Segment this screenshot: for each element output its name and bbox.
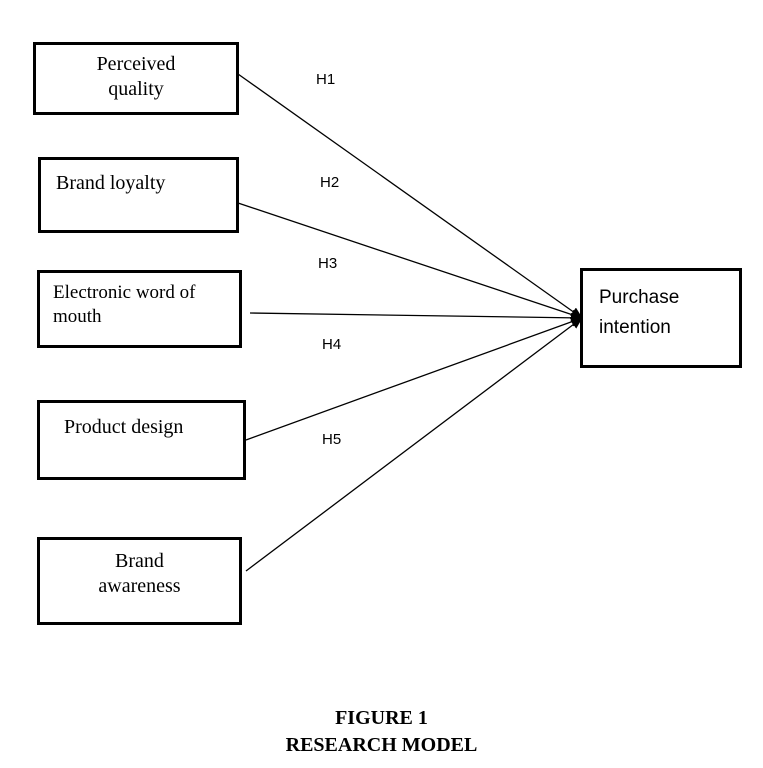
label-electronic-word-of-mouth: Electronic word of mouth bbox=[53, 282, 196, 327]
box-brand-awareness bbox=[37, 537, 242, 625]
arrow-h4 bbox=[245, 317, 583, 441]
label-purchase-intention: Purchase intention bbox=[599, 287, 680, 338]
box-perceived-quality bbox=[33, 42, 239, 115]
figure-number: FIGURE 1 bbox=[335, 707, 428, 729]
hypothesis-label-h3: H3 bbox=[318, 255, 338, 272]
hypothesis-label-h1: H1 bbox=[316, 71, 336, 88]
box-electronic-word-of-mouth bbox=[37, 270, 242, 348]
arrow-h1 bbox=[237, 73, 583, 319]
label-perceived-quality: Perceived quality bbox=[96, 53, 176, 100]
hypothesis-label-h2: H2 bbox=[320, 174, 340, 191]
figure-title: RESEARCH MODEL bbox=[285, 734, 478, 756]
hypothesis-label-h5: H5 bbox=[322, 431, 342, 448]
label-brand-loyalty: Brand loyalty bbox=[56, 172, 166, 194]
box-purchase-intention bbox=[580, 268, 742, 368]
arrow-h5 bbox=[245, 317, 583, 572]
arrow-h3 bbox=[249, 312, 583, 323]
arrow-h2 bbox=[237, 202, 583, 320]
hypothesis-label-h4: H4 bbox=[322, 336, 342, 353]
label-brand-awareness: Brand awareness bbox=[98, 550, 181, 597]
label-product-design: Product design bbox=[64, 416, 184, 438]
box-brand-loyalty bbox=[38, 157, 239, 233]
box-product-design bbox=[37, 400, 246, 480]
